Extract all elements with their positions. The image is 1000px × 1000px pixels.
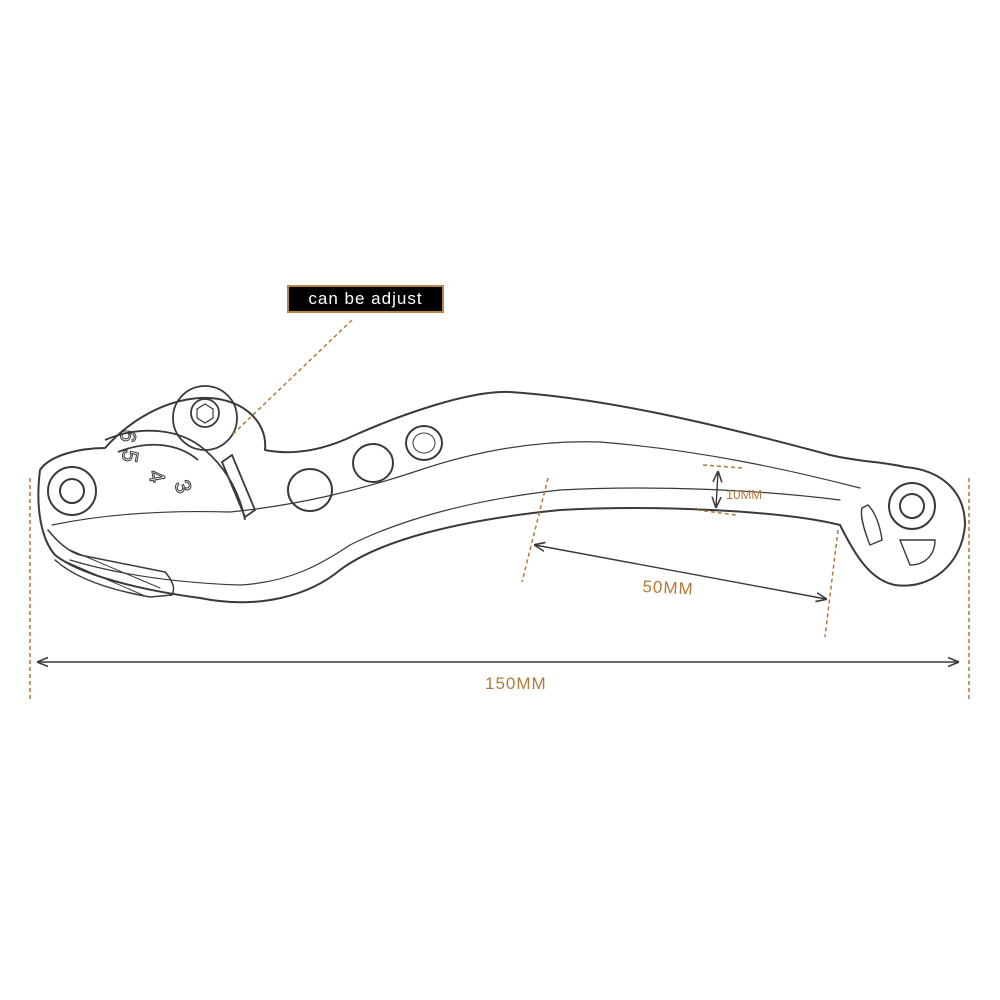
tip-end <box>860 482 936 566</box>
tip-slot-1 <box>860 504 883 546</box>
lever-inner-edge <box>51 441 861 526</box>
dimension-50-left-extension <box>521 477 549 583</box>
lightening-hole-2 <box>352 443 394 483</box>
lever-body <box>37 390 966 604</box>
tip-hole-inner <box>899 493 925 519</box>
dimension-10 <box>696 464 743 516</box>
hex-socket-icon <box>196 403 214 424</box>
tip-slot-2 <box>898 539 936 566</box>
adjuster-digit-6: 6 <box>115 428 142 444</box>
lever-width-label: 10MM <box>726 487 763 502</box>
adjuster-knob-inner <box>190 398 220 428</box>
adjuster-dial: 6 5 4 3 <box>104 385 257 521</box>
lightening-holes <box>287 425 443 512</box>
lever-outer-outline <box>37 390 966 604</box>
pivot-end <box>47 466 97 516</box>
lever-spring-slot <box>61 549 161 597</box>
adjuster-dial-arc-inner <box>117 443 199 461</box>
dimension-50 <box>521 477 839 638</box>
lightening-hole-1 <box>287 468 333 512</box>
overall-length-label: 150MM <box>485 674 547 693</box>
dimension-10-arrow <box>716 472 718 507</box>
dimension-50-right-extension <box>824 529 839 638</box>
tip-hole-outer <box>888 482 936 530</box>
dimension-50-arrow <box>535 545 826 599</box>
lever-back-plate <box>47 529 175 598</box>
adjust-callout-label: can be adjust <box>287 285 444 313</box>
lever-lower-ridge <box>69 487 841 586</box>
pivot-hole-outer <box>47 466 97 516</box>
adjuster-knob-outer <box>172 385 238 451</box>
dimension-10-top-extension <box>702 464 743 469</box>
adjuster-digit-3: 3 <box>169 476 197 496</box>
adjuster-digit-4: 4 <box>143 468 170 484</box>
grip-span-label: 50MM <box>642 577 695 599</box>
adjuster-pointer <box>220 453 257 519</box>
dimension-150 <box>29 478 970 700</box>
lightening-hole-3 <box>405 425 443 461</box>
lightening-hole-3-inner <box>412 432 436 454</box>
pivot-hole-inner <box>59 478 85 504</box>
callout-leader-line <box>231 319 353 436</box>
adjuster-digit-5: 5 <box>117 448 144 464</box>
